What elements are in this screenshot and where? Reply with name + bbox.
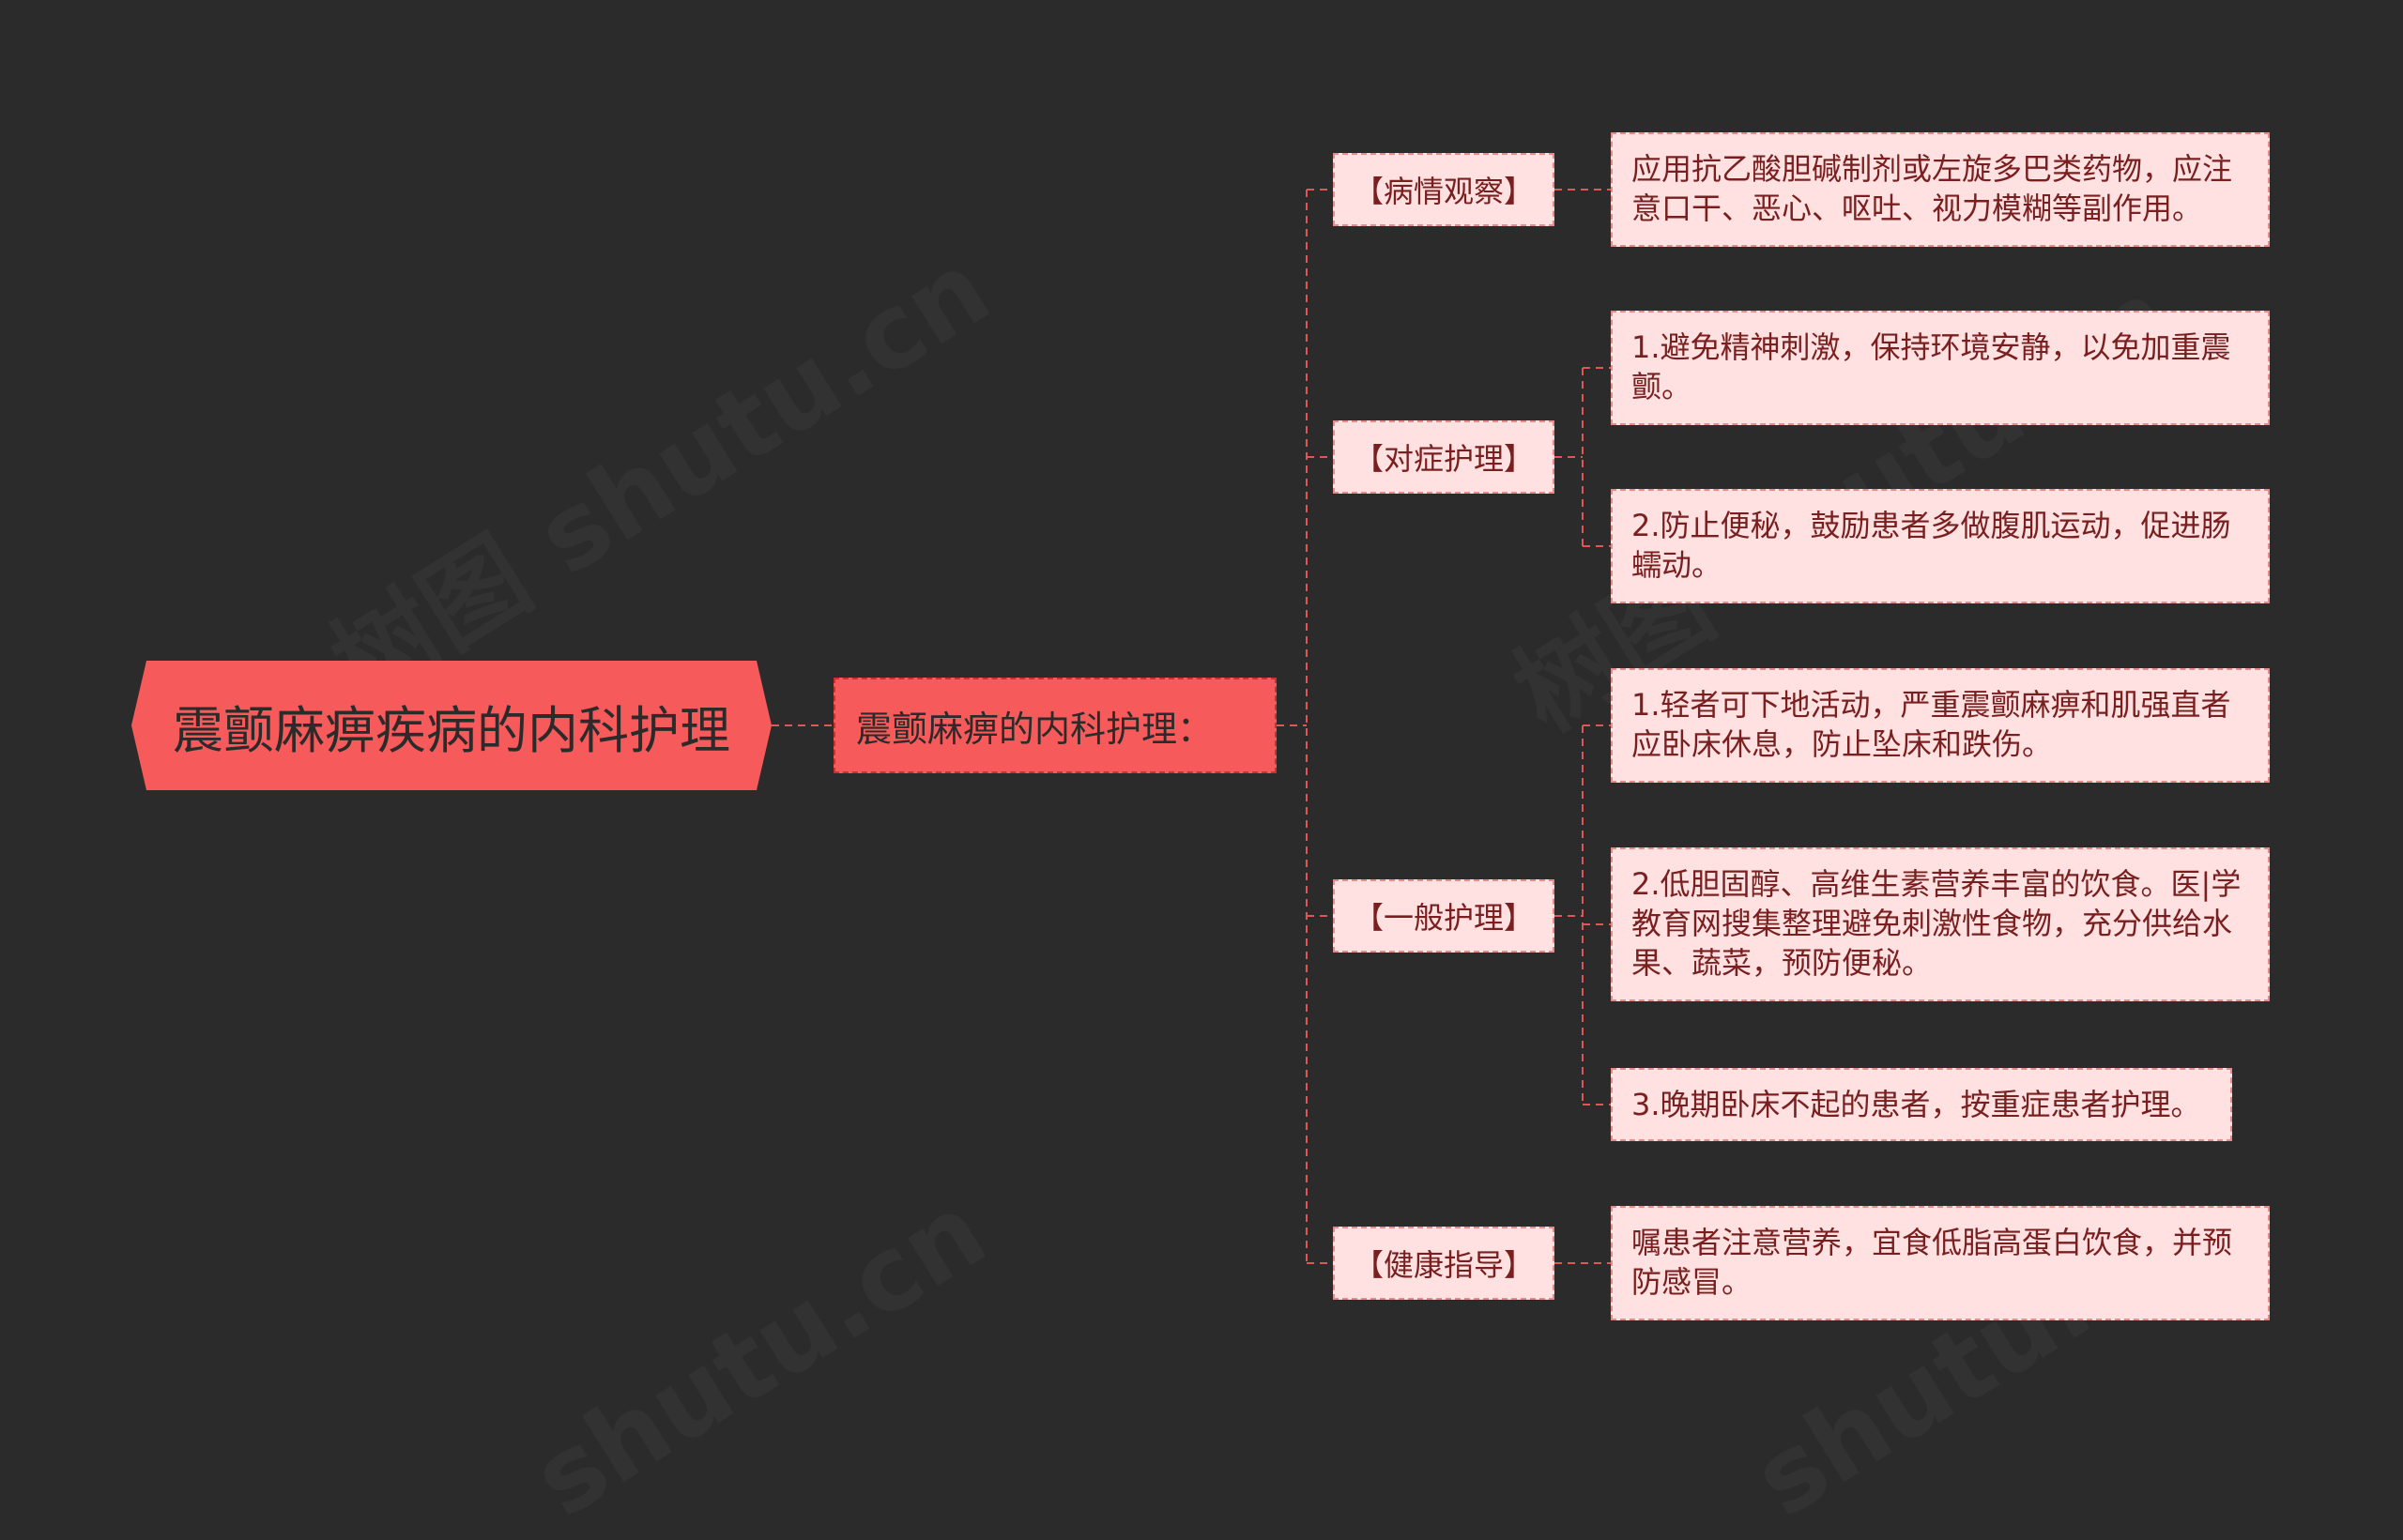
watermark: shutu.cn: [513, 1170, 1005, 1540]
mind-map-canvas: 树图 shutu.cn 树图 shutu.cn shutu.cn shutu.c…: [0, 132, 2270, 1320]
leaf-node[interactable]: 2.防止便秘，鼓励患者多做腹肌运动，促进肠蠕动。: [1611, 489, 2270, 603]
category-node-health-guidance[interactable]: 【健康指导】: [1333, 1227, 1554, 1300]
category-label: 【健康指导】: [1353, 1247, 1534, 1283]
leaf-text: 1.轻者可下地活动，严重震颤麻痹和肌强直者应卧床休息，防止坠床和跌伤。: [1631, 687, 2231, 762]
branch-topic[interactable]: 震颤麻痹的内科护理：: [834, 678, 1277, 773]
leaf-text: 1.避免精神刺激，保持环境安静，以免加重震颤。: [1631, 329, 2231, 404]
category-node-general-care[interactable]: 【一般护理】: [1333, 879, 1554, 953]
branch-topic-label: 震颤麻痹的内科护理：: [856, 708, 1214, 750]
category-node-illness-observation[interactable]: 【病情观察】: [1333, 153, 1554, 226]
leaf-text: 2.低胆固醇、高维生素营养丰富的饮食。医|学教育网搜集整理避免刺激性食物，充分供…: [1631, 866, 2242, 981]
leaf-text: 2.防止便秘，鼓励患者多做腹肌运动，促进肠蠕动。: [1631, 508, 2231, 583]
leaf-node[interactable]: 应用抗乙酸胆碱制剂或左旋多巴类药物，应注意口干、恶心、呕吐、视力模糊等副作用。: [1611, 132, 2270, 247]
category-label: 【一般护理】: [1353, 900, 1534, 936]
watermark: 树图 shutu.cn: [298, 207, 1012, 731]
root-topic[interactable]: 震颤麻痹疾病的内科护理: [131, 661, 772, 790]
leaf-text: 应用抗乙酸胆碱制剂或左旋多巴类药物，应注意口干、恶心、呕吐、视力模糊等副作用。: [1631, 151, 2233, 226]
leaf-node[interactable]: 3.晚期卧床不起的患者，按重症患者护理。: [1611, 1068, 2232, 1141]
leaf-node[interactable]: 1.避免精神刺激，保持环境安静，以免加重震颤。: [1611, 311, 2270, 425]
root-topic-label: 震颤麻痹疾病的内科护理: [173, 700, 730, 760]
category-label: 【对症护理】: [1353, 441, 1534, 477]
category-label: 【病情观察】: [1353, 174, 1534, 209]
category-node-symptomatic-care[interactable]: 【对症护理】: [1333, 420, 1554, 494]
leaf-node[interactable]: 1.轻者可下地活动，严重震颤麻痹和肌强直者应卧床休息，防止坠床和跌伤。: [1611, 668, 2270, 783]
leaf-node[interactable]: 2.低胆固醇、高维生素营养丰富的饮食。医|学教育网搜集整理避免刺激性食物，充分供…: [1611, 847, 2270, 1001]
leaf-text: 嘱患者注意营养，宜食低脂高蛋白饮食，并预防感冒。: [1631, 1225, 2233, 1300]
leaf-text: 3.晚期卧床不起的患者，按重症患者护理。: [1631, 1087, 2201, 1122]
leaf-node[interactable]: 嘱患者注意营养，宜食低脂高蛋白饮食，并预防感冒。: [1611, 1206, 2270, 1320]
